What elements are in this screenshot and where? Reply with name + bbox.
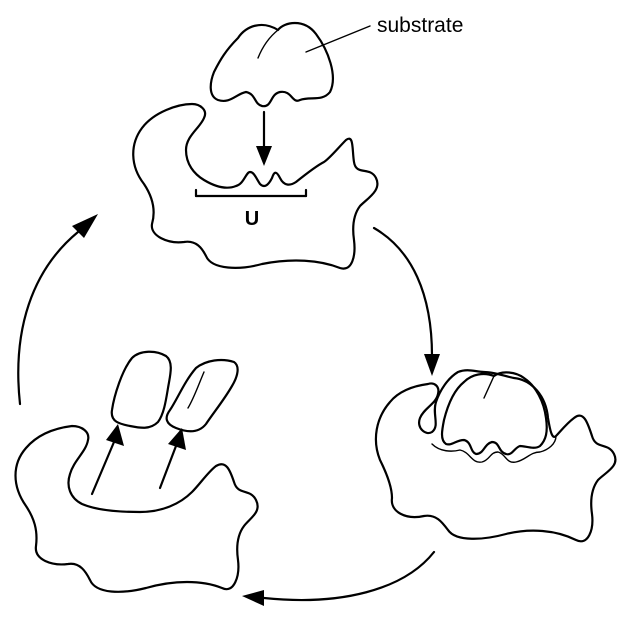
release-arrow-left-head (106, 424, 124, 446)
left-stage (14, 350, 259, 593)
substrate-shape (209, 21, 334, 108)
substrate-label: substrate (377, 14, 463, 37)
substrate-leader-line (305, 25, 371, 53)
cycle-arrow-top-to-right (372, 226, 434, 358)
product-right (165, 358, 239, 433)
cycle-arrow-left-to-top-head (72, 214, 98, 238)
bound-substrate-inner-line (483, 375, 495, 399)
release-arrow-right-head (168, 428, 186, 450)
complex-contact-line (431, 435, 557, 463)
cycle-arrow-left-to-top (17, 230, 80, 406)
product-right-inner-line (187, 371, 205, 409)
release-arrow-left-shaft (90, 440, 116, 496)
release-arrow-right-shaft (158, 444, 178, 490)
cycle-arrow-right-to-bottom-head (242, 590, 264, 606)
cycle-arrows (17, 214, 440, 606)
substrate-inner-line (257, 29, 279, 59)
right-stage (374, 369, 617, 543)
bound-substrate (440, 371, 548, 456)
enzyme-bottom-left (14, 424, 259, 593)
enzyme-top (132, 102, 379, 270)
enzyme-complex (374, 369, 617, 543)
cycle-arrow-right-to-bottom (262, 550, 436, 602)
binding-site-label: U (245, 208, 259, 230)
cycle-arrow-top-to-right-head (424, 354, 440, 376)
product-left (110, 350, 172, 429)
top-stage: substrate U (132, 14, 463, 270)
binding-arrow-head (256, 146, 272, 166)
